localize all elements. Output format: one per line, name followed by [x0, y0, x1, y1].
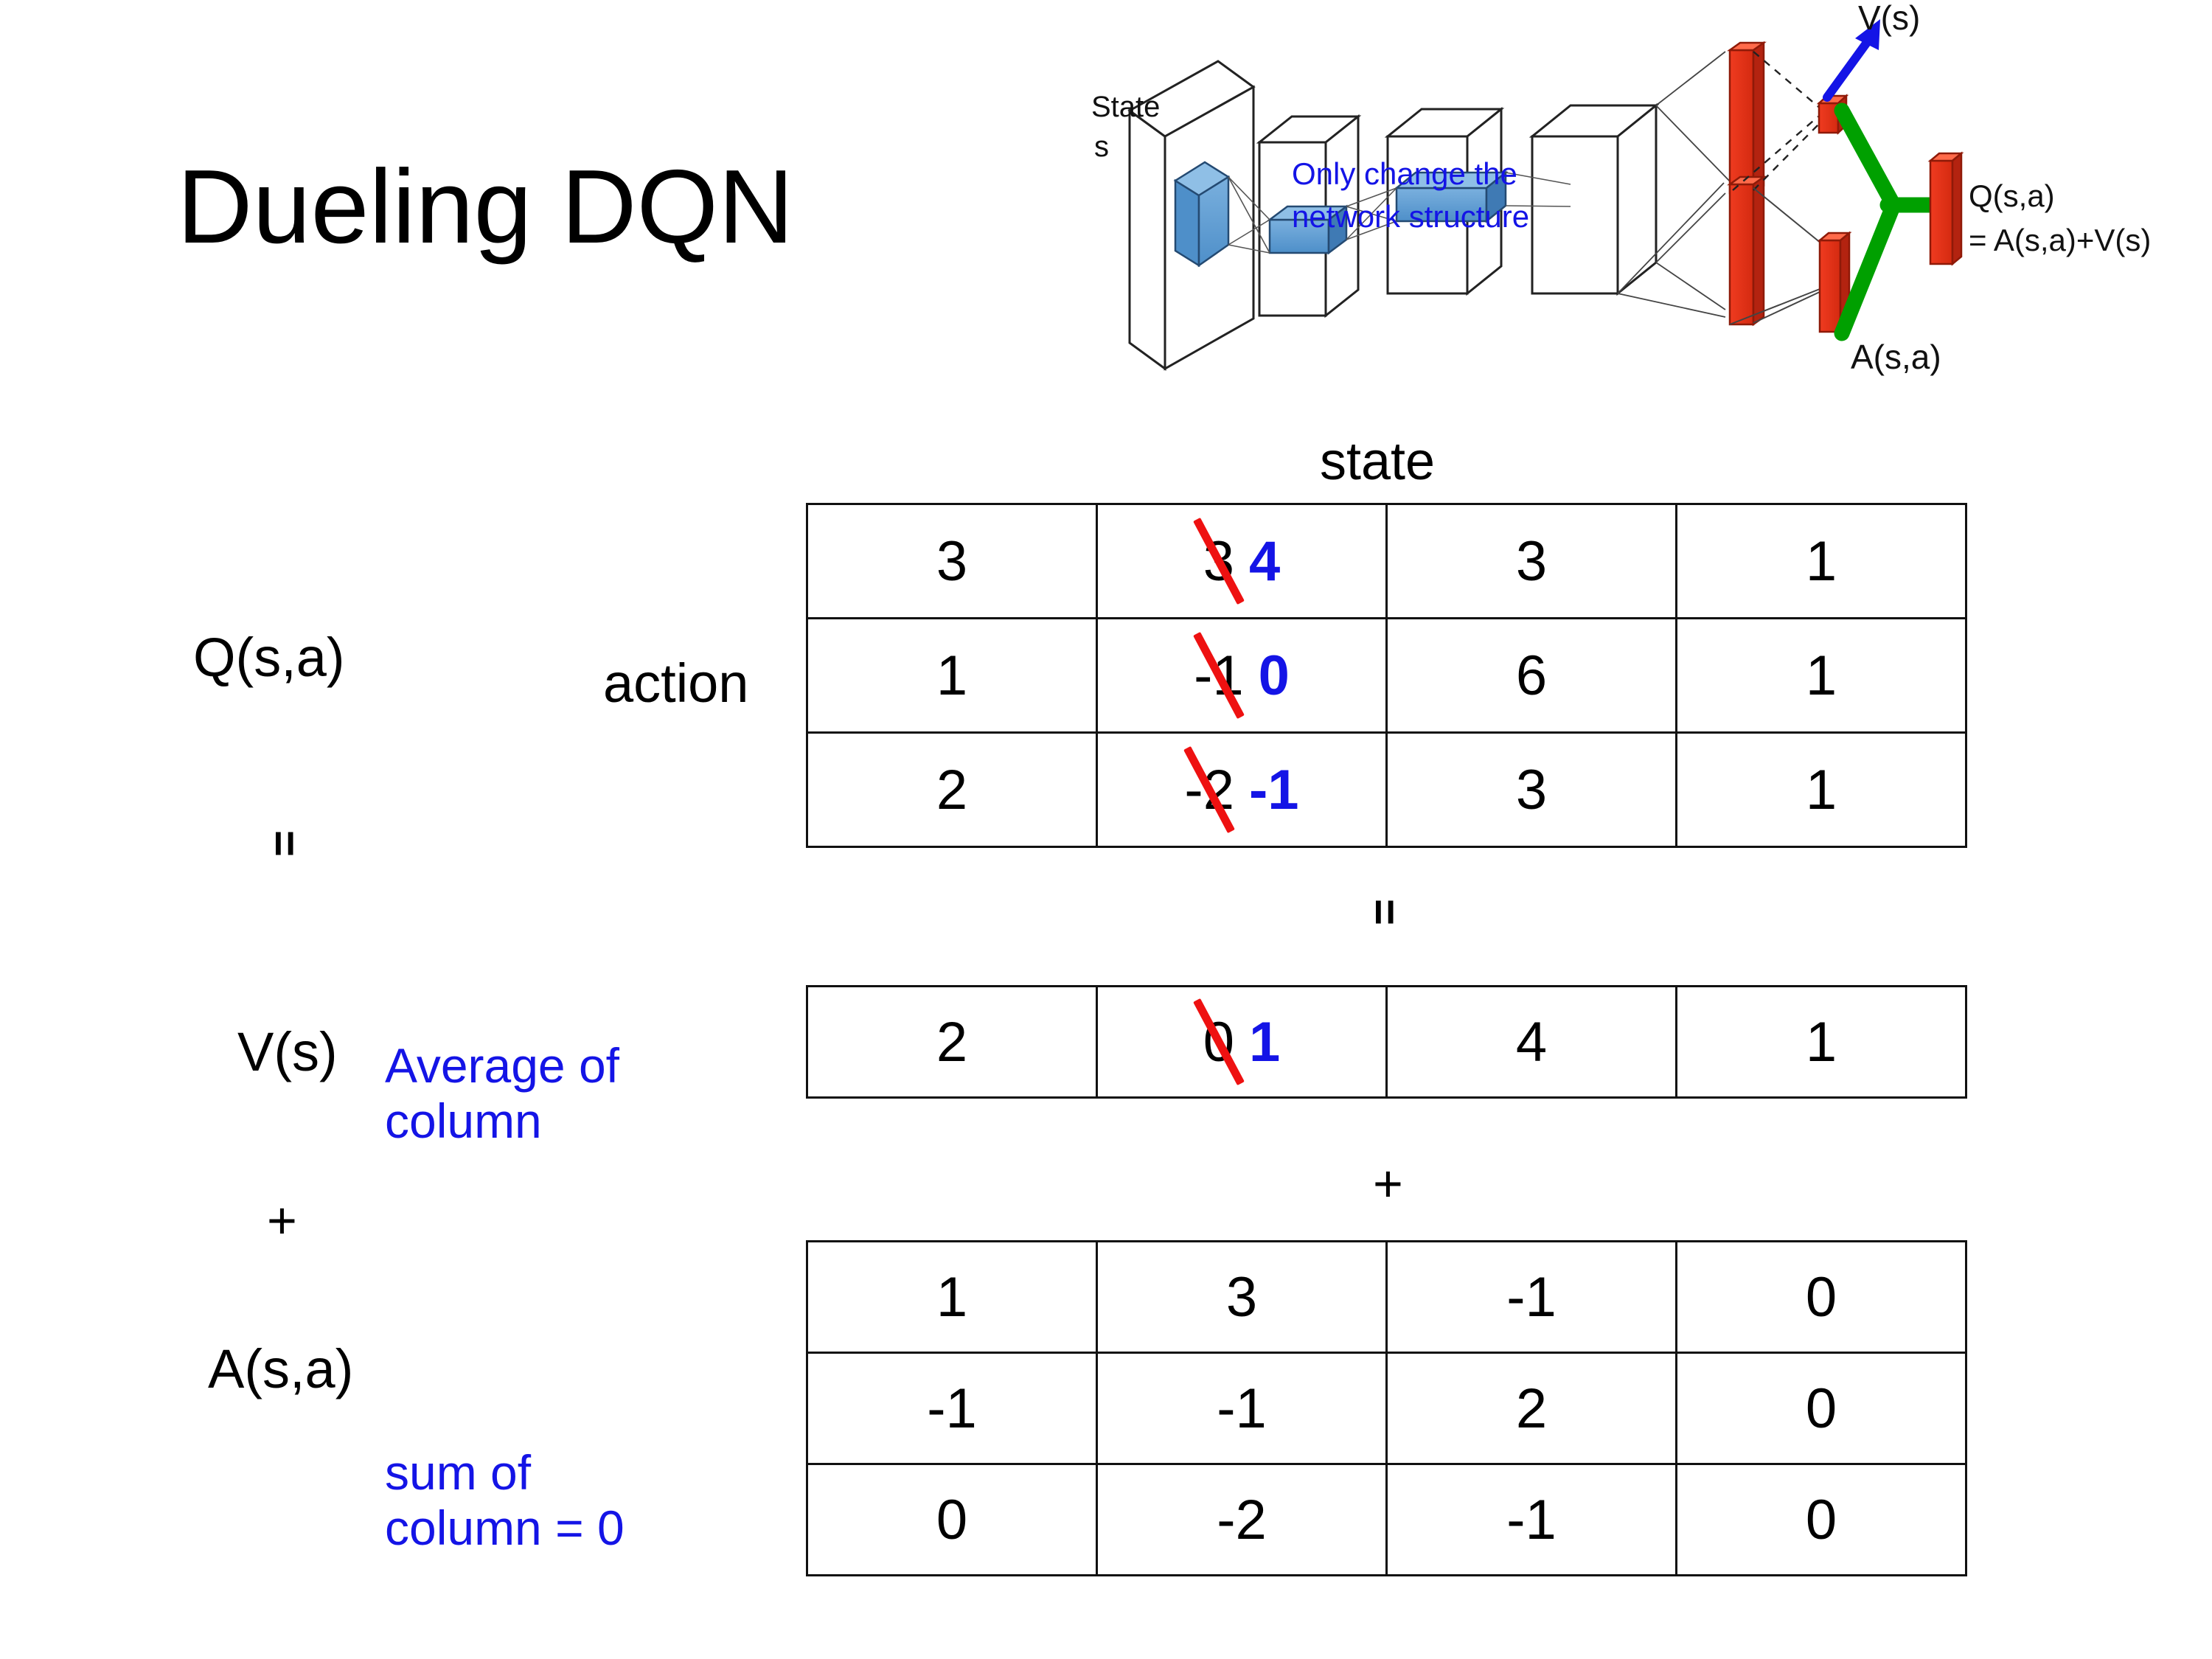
new-value: 1	[1249, 1010, 1281, 1074]
table-row: 0 -2 -1 0	[806, 1463, 1967, 1576]
table-cell[interactable]: 3	[1385, 731, 1677, 848]
page-title: Dueling DQN	[177, 148, 794, 265]
old-value: 3	[1192, 517, 1245, 605]
diagram-value-label: V(s)	[1858, 0, 1920, 37]
strikethrough-mark	[1192, 517, 1245, 605]
new-value: 4	[1249, 529, 1281, 593]
state-axis-label: state	[1320, 432, 1436, 491]
table-cell[interactable]: -1	[806, 1352, 1098, 1465]
diagram-input-label-line2: s	[1094, 131, 1109, 163]
network-architecture-diagram: State s Only change the network structur…	[1084, 0, 2212, 413]
table-row: -1 -1 2 0	[806, 1352, 1967, 1465]
v-function-label: V(s)	[237, 1021, 338, 1082]
table-cell-edited[interactable]: -1 0	[1096, 617, 1388, 734]
table-cell[interactable]: 2	[806, 985, 1098, 1099]
diagram-note-line2: network structure	[1292, 199, 1529, 234]
strikethrough-mark	[1192, 998, 1245, 1086]
table-cell[interactable]: 2	[1385, 1352, 1677, 1465]
old-value: -2	[1183, 745, 1236, 834]
diagram-output-label-line2: = A(s,a)+V(s)	[1969, 223, 2151, 257]
diagram-input-label-line1: State	[1091, 91, 1160, 123]
table-cell[interactable]: 3	[1096, 1240, 1388, 1354]
action-axis-label: action	[603, 653, 749, 714]
table-cell[interactable]: 1	[1675, 731, 1967, 848]
old-value: -1	[1192, 631, 1245, 720]
table-cell[interactable]: 2	[806, 731, 1098, 848]
table-cell[interactable]: -1	[1096, 1352, 1388, 1465]
table-cell[interactable]: 1	[1675, 985, 1967, 1099]
sum-of-column-note: sum of column = 0	[385, 1445, 798, 1556]
sum-note-line1: sum of	[385, 1445, 532, 1500]
average-note-line1: Average of	[385, 1038, 620, 1093]
table-cell[interactable]: 1	[806, 617, 1098, 734]
table-cell[interactable]: 4	[1385, 985, 1677, 1099]
table-cell[interactable]: 1	[806, 1240, 1098, 1354]
new-value: -1	[1249, 758, 1299, 821]
table-cell[interactable]: 0	[806, 1463, 1098, 1576]
table-cell[interactable]: 0	[1675, 1240, 1967, 1354]
table-cell[interactable]: 3	[1385, 503, 1677, 619]
table-cell[interactable]: 0	[1675, 1463, 1967, 1576]
table-row: 2 -2 -1 3 1	[806, 731, 1967, 848]
table-cell[interactable]: -1	[1385, 1240, 1677, 1354]
table-row: 2 0 1 4 1	[806, 985, 1967, 1099]
average-of-column-note: Average of column	[385, 1038, 768, 1149]
table-cell[interactable]: 0	[1675, 1352, 1967, 1465]
table-cell-edited[interactable]: -2 -1	[1096, 731, 1388, 848]
table-cell[interactable]: -2	[1096, 1463, 1388, 1576]
table-cell[interactable]: -1	[1385, 1463, 1677, 1576]
table-row: 1 3 -1 0	[806, 1240, 1967, 1354]
equals-sign-left: =	[259, 830, 310, 856]
table-row: 3 3 4 3 1	[806, 503, 1967, 619]
diagram-advantage-label: A(s,a)	[1851, 338, 1941, 376]
table-cell[interactable]: 6	[1385, 617, 1677, 734]
v-table: 2 0 1 4 1	[806, 985, 1967, 1099]
table-cell[interactable]: 3	[806, 503, 1098, 619]
new-value: 0	[1258, 644, 1290, 707]
table-row: 1 -1 0 6 1	[806, 617, 1967, 734]
table-cell-edited[interactable]: 3 4	[1096, 503, 1388, 619]
q-function-label: Q(s,a)	[193, 627, 345, 688]
sum-note-line2: column = 0	[385, 1500, 625, 1556]
table-cell[interactable]: 1	[1675, 617, 1967, 734]
table-cell[interactable]: 1	[1675, 503, 1967, 619]
equals-sign-between-tables: =	[1359, 898, 1411, 925]
diagram-note-line1: Only change the	[1292, 156, 1517, 191]
average-note-line2: column	[385, 1093, 542, 1149]
old-value: 0	[1192, 998, 1245, 1086]
advantage-function-label: A(s,a)	[208, 1338, 354, 1399]
diagram-output-label-line1: Q(s,a)	[1969, 178, 2055, 213]
a-table: 1 3 -1 0 -1 -1 2 0 0 -2 -1 0	[806, 1240, 1967, 1576]
plus-sign-between-tables: +	[1373, 1155, 1403, 1212]
strikethrough-mark	[1183, 745, 1236, 834]
table-cell-edited[interactable]: 0 1	[1096, 985, 1388, 1099]
q-table: 3 3 4 3 1 1 -1 0 6 1 2	[806, 503, 1967, 848]
strikethrough-mark	[1192, 631, 1245, 720]
plus-sign-left: +	[267, 1192, 297, 1249]
